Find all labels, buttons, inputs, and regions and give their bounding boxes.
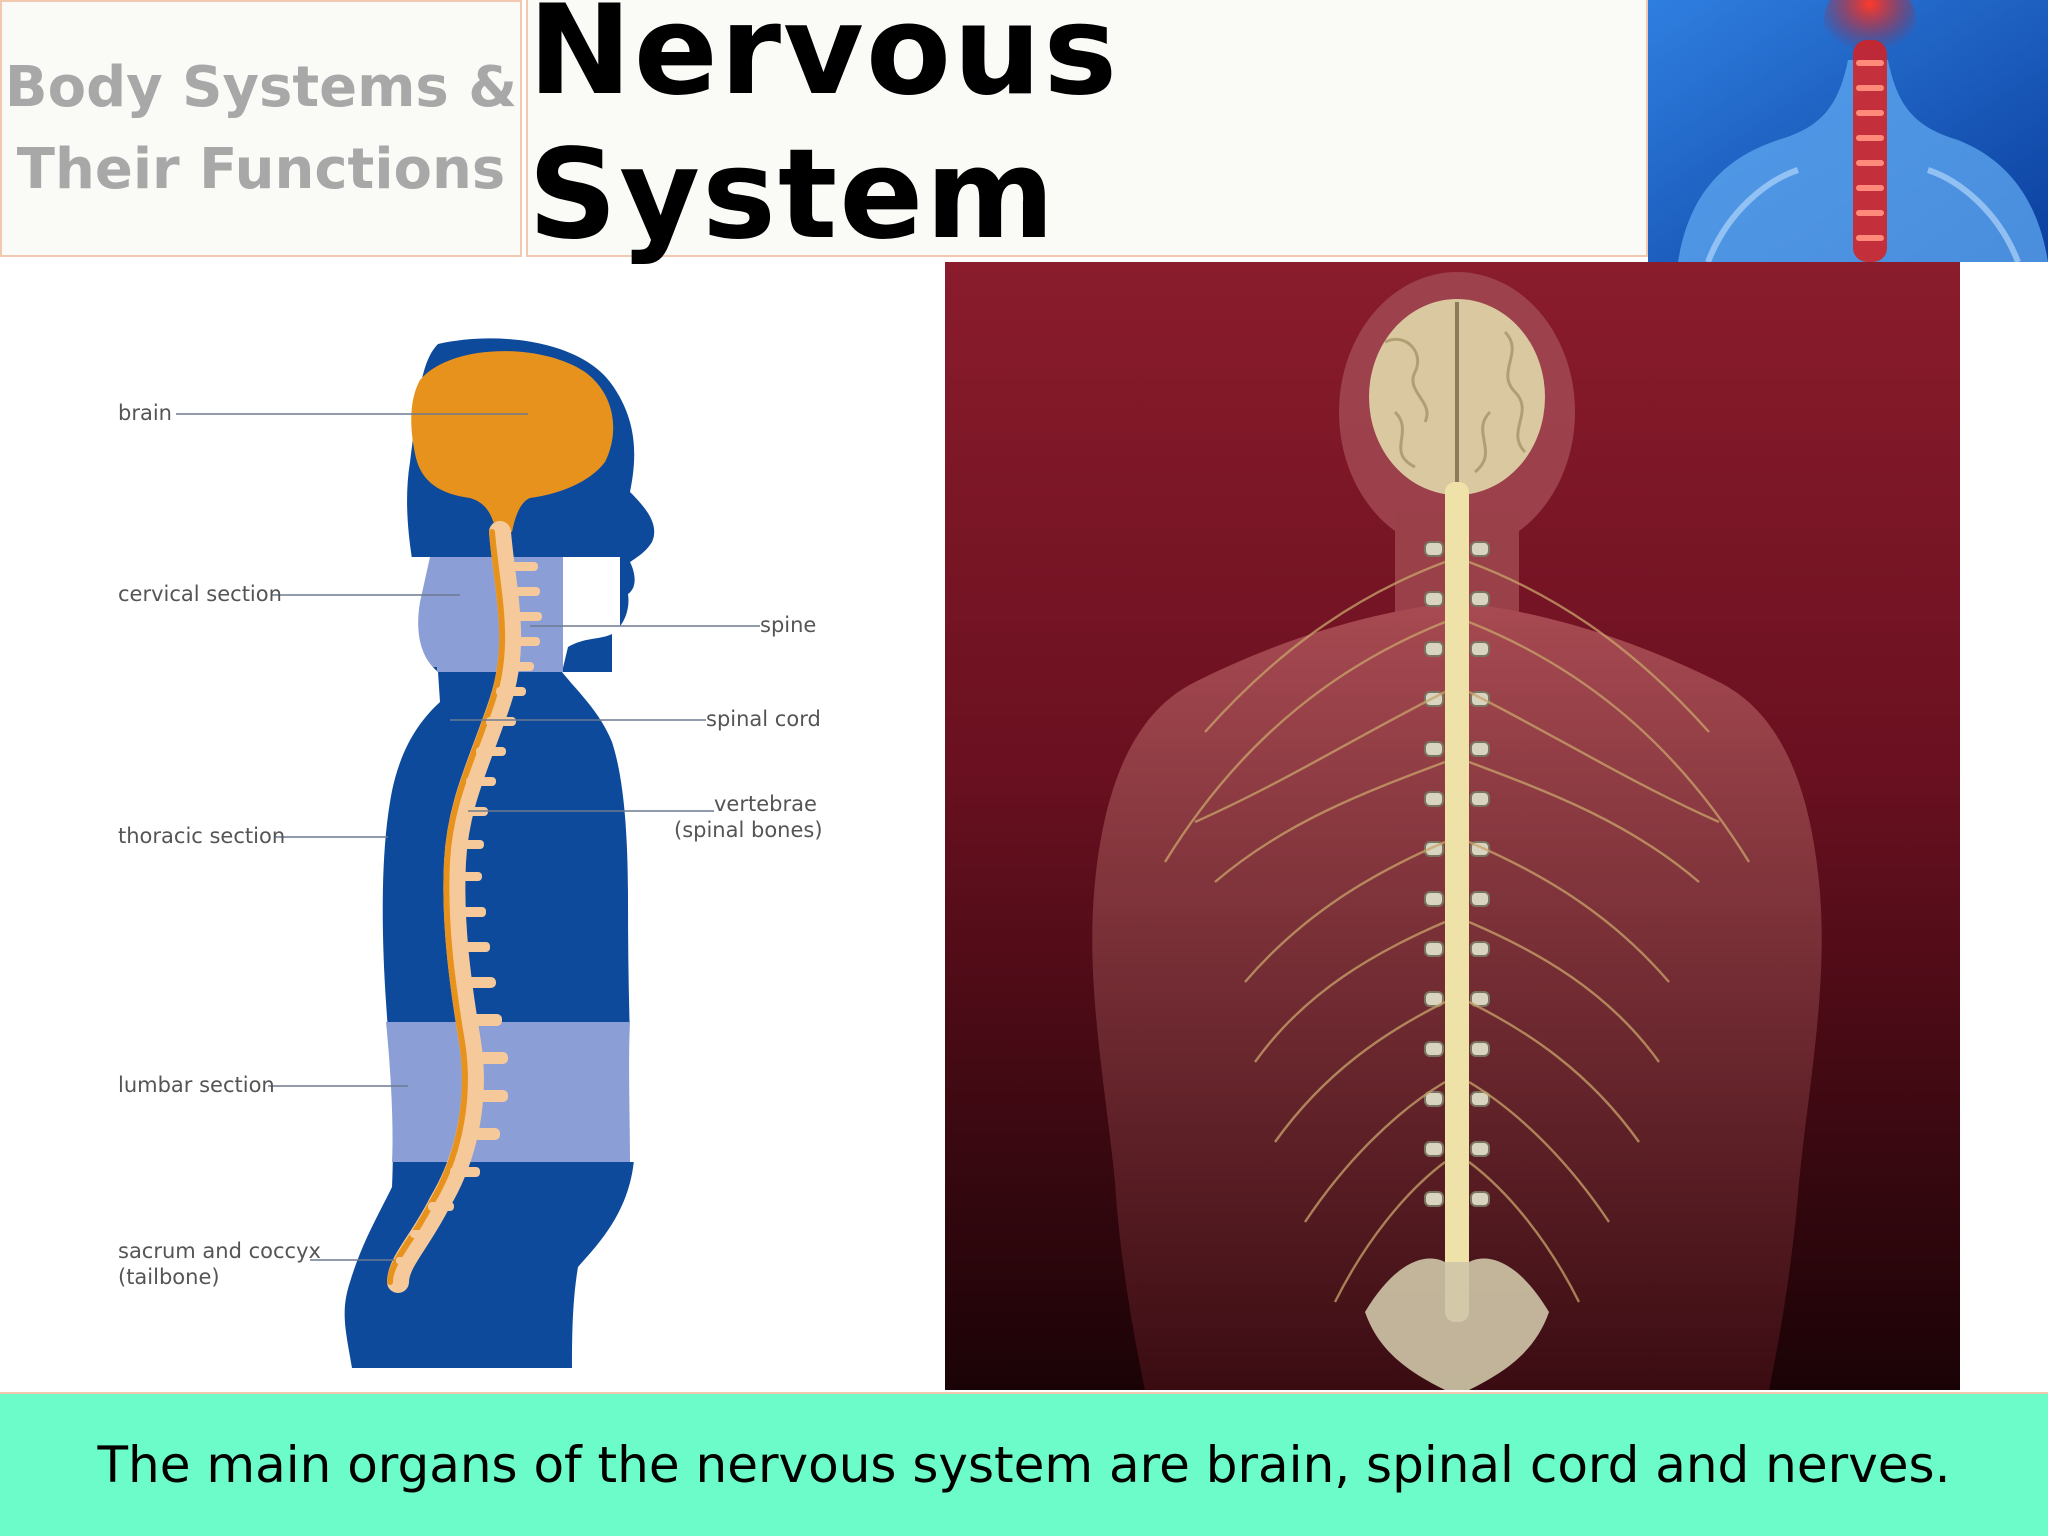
section-title-line1: Body Systems & [4,54,518,120]
label-brain: brain [118,401,172,425]
label-vertebrae-line1: vertebrae [714,792,817,816]
section-title-line2: Their Functions [16,136,506,202]
label-sacrum-line1: sacrum and coccyx [118,1239,321,1263]
section-title: Body Systems & Their Functions [2,47,520,211]
brain-shape [411,351,614,532]
spine-diagram: brain cervical section thoracic section … [0,262,945,1390]
label-spinal-cord: spinal cord [706,707,821,731]
page-title-box: Nervous System [526,0,1648,267]
section-title-box: Body Systems & Their Functions [0,0,522,257]
vertebrae-ticks [396,562,542,1264]
label-thoracic-section: thoracic section [118,824,285,848]
label-sacrum-line2: (tailbone) [118,1265,220,1289]
nervous-system-back-image [945,262,1960,1390]
lumbar-band [380,1022,640,1162]
caption-bar: The main organs of the nervous system ar… [0,1392,2048,1536]
spine-thumbnail-image [1648,0,2048,262]
label-vertebrae-line2: (spinal bones) [674,818,823,842]
label-spine: spine [760,613,816,637]
label-cervical-section: cervical section [118,582,282,606]
page-title: Nervous System [528,0,1120,267]
footer-caption: The main organs of the nervous system ar… [97,1436,1951,1494]
label-lumbar-section: lumbar section [118,1073,275,1097]
